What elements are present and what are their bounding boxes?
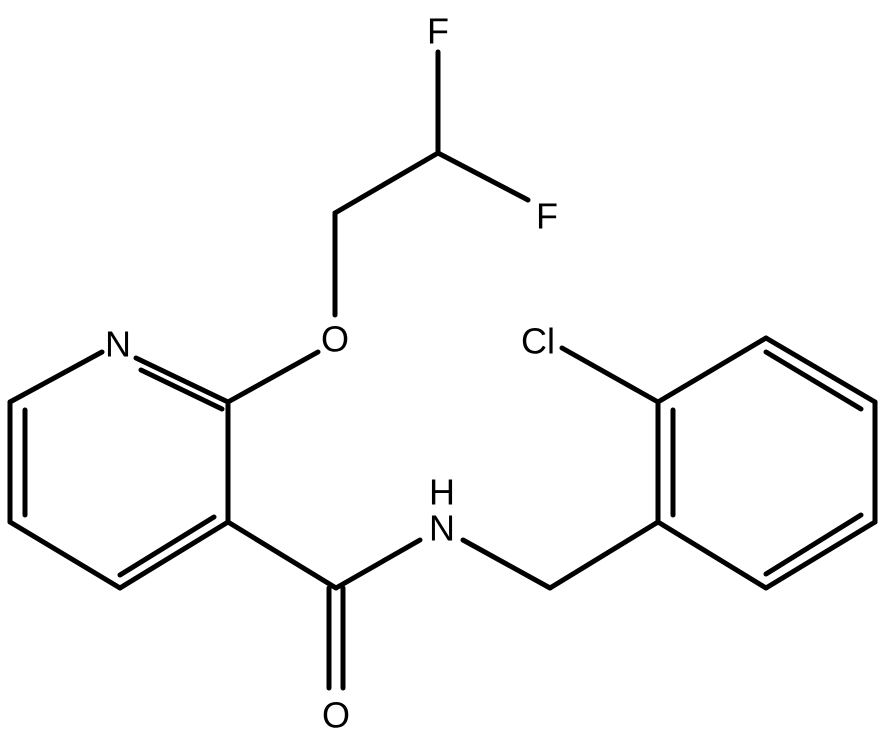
bond-c3-c4 xyxy=(117,519,231,591)
bond-ar6-ar1 xyxy=(655,519,769,591)
bond-c-f-right xyxy=(435,150,531,203)
bond-ar5-ar6-double xyxy=(763,512,864,577)
bond-c4-c5 xyxy=(7,519,123,591)
bond-c6-n1 xyxy=(7,349,105,405)
bond-o-c2 xyxy=(225,349,321,405)
atom-n-amide: N xyxy=(429,508,455,549)
bond-ar3-ar4-double xyxy=(763,349,864,412)
atom-f-right: F xyxy=(536,196,558,237)
bond-ar2-cl xyxy=(559,345,661,405)
bond-c3-c4-double xyxy=(117,514,217,578)
atom-o-ether: O xyxy=(321,319,349,360)
bond-ar5-ar6 xyxy=(763,519,878,591)
bond-ch2-chf2 xyxy=(332,150,441,216)
atom-n-pyridine: N xyxy=(105,324,131,365)
atom-labels: F F O N Cl H N O xyxy=(105,11,558,736)
atom-f-top: F xyxy=(427,11,449,52)
atom-o-carbonyl: O xyxy=(322,695,350,736)
bond-carbonyl-n xyxy=(333,537,423,591)
bond-n1-c2 xyxy=(133,355,231,405)
bond-ch2-aryl xyxy=(547,519,661,591)
bonds xyxy=(7,49,878,691)
atom-h-amide: H xyxy=(429,472,455,513)
bond-ar3-ar4 xyxy=(763,335,878,405)
atom-cl: Cl xyxy=(521,321,555,362)
bond-n-ch2 xyxy=(460,537,553,591)
bond-c3-carbonyl xyxy=(225,519,339,591)
bond-ar2-ar3 xyxy=(655,335,769,405)
bond-n1-c2-double xyxy=(138,367,225,412)
